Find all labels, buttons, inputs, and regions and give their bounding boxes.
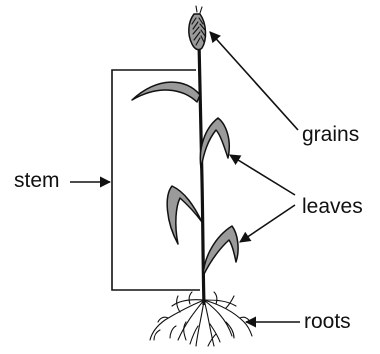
leaf-2 xyxy=(200,118,229,168)
grain-head xyxy=(189,6,206,50)
leaf-1 xyxy=(132,82,200,102)
stem-label: stem xyxy=(14,170,60,191)
stem-bracket xyxy=(112,70,200,290)
leaf-3 xyxy=(167,186,202,244)
grains-arrow xyxy=(210,32,298,130)
leaves-arrow-upper xyxy=(230,155,295,195)
plant-stem xyxy=(199,42,204,305)
leaves-arrow-lower xyxy=(240,205,295,242)
leaf-4 xyxy=(203,226,238,276)
roots-label: roots xyxy=(304,311,351,332)
leaves-label: leaves xyxy=(302,196,363,217)
grains-label: grains xyxy=(302,124,359,145)
roots-drawing xyxy=(150,292,252,346)
